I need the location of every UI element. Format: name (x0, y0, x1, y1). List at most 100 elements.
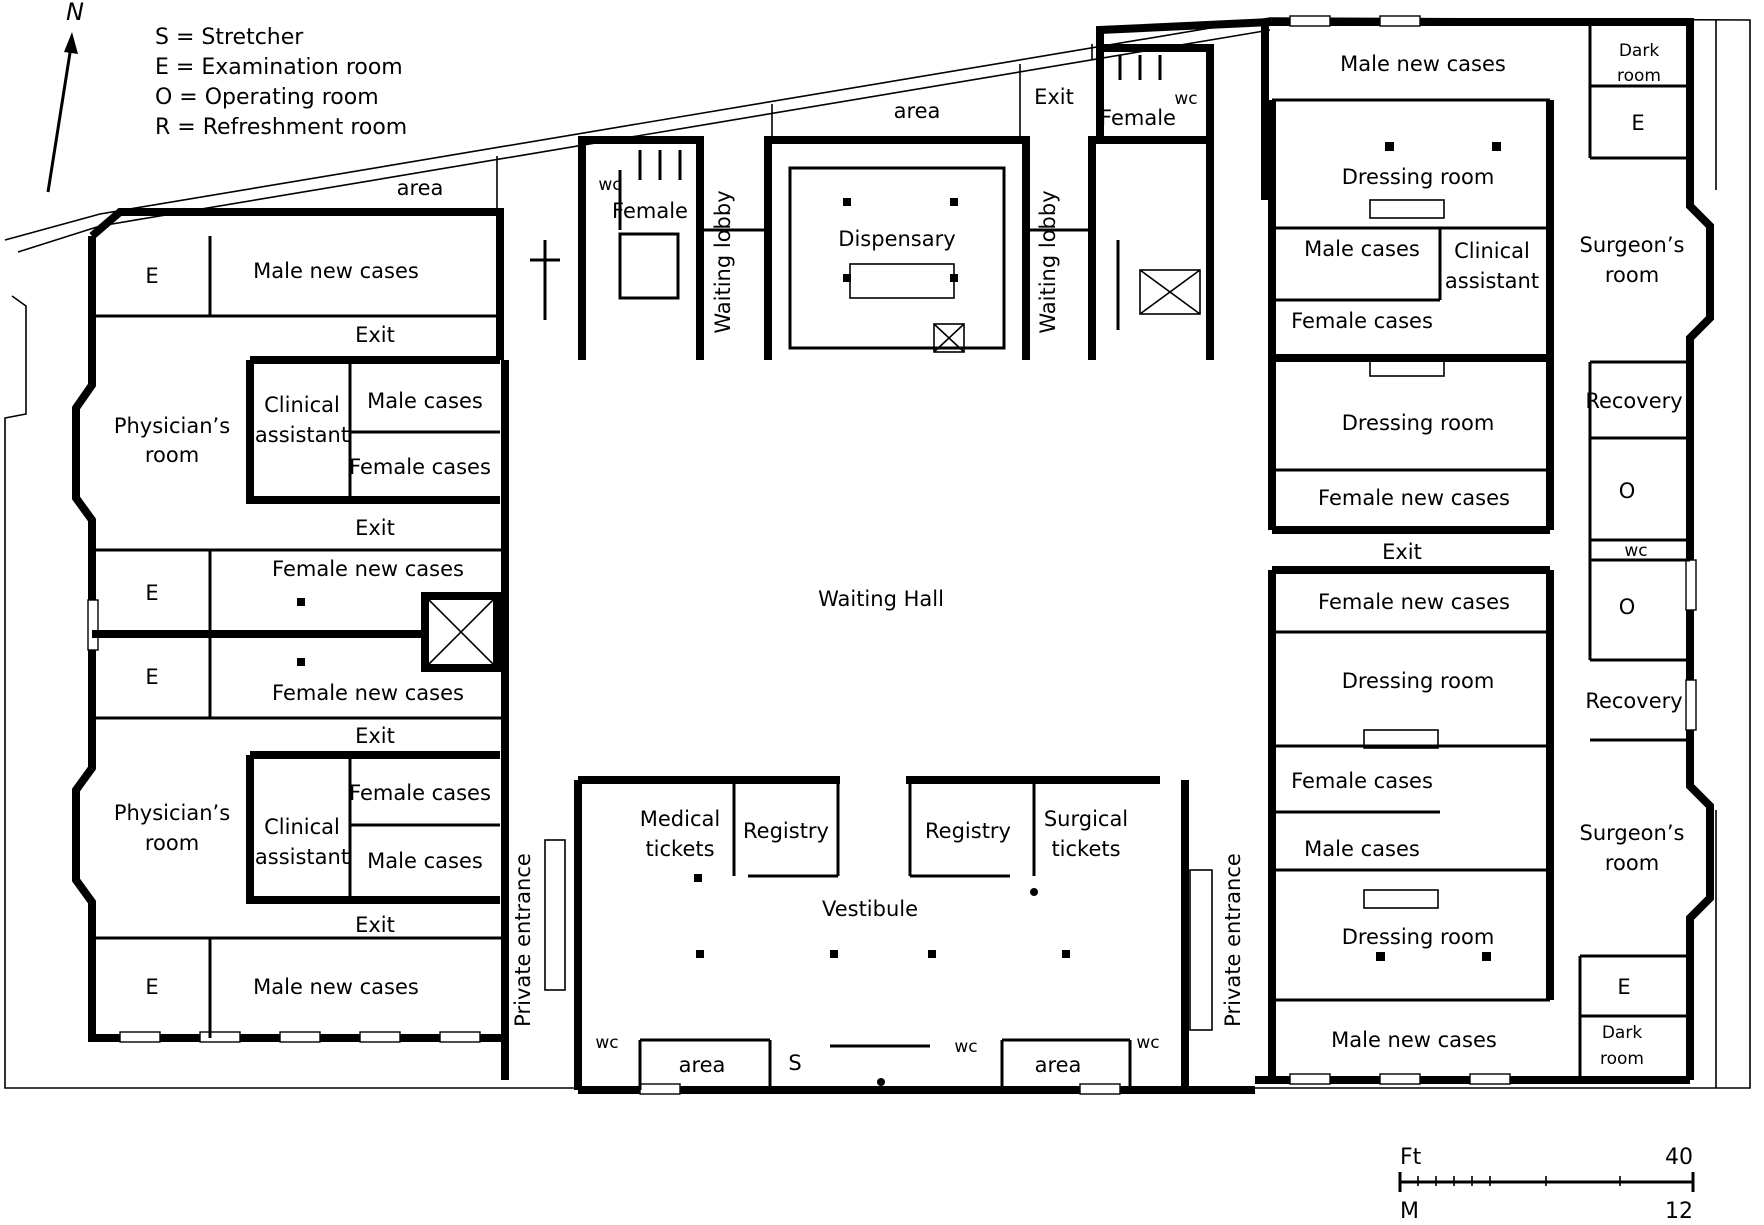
label-exit: Exit (355, 516, 395, 540)
label-stretcher: S (788, 1051, 801, 1075)
label-male-new-cases: Male new cases (253, 259, 419, 283)
label-dark-room: Dark (1602, 1023, 1642, 1043)
label-waiting-lobby-left: Waiting lobby (711, 190, 735, 333)
label-waiting-lobby-right: Waiting lobby (1036, 190, 1060, 333)
label-exit-top: Exit (1034, 85, 1074, 109)
label-dark-room: room (1617, 66, 1661, 86)
label-private-entrance-right: Private entrance (1221, 853, 1245, 1027)
label-area-top-mid: area (894, 99, 941, 123)
label-dressing-room: Dressing room (1342, 411, 1495, 435)
label-registry: Registry (743, 819, 829, 843)
label-wc-top-right: wc (1174, 89, 1197, 109)
label-male-new-cases: Male new cases (1340, 52, 1506, 76)
label-e: E (1617, 975, 1630, 999)
columns (297, 142, 1501, 961)
label-dressing-room: Dressing room (1342, 165, 1495, 189)
label-surgeons-room: room (1605, 851, 1659, 875)
label-exit: Exit (355, 724, 395, 748)
legend-item: O = Operating room (155, 85, 379, 110)
label-surgical-tickets: Surgical (1044, 807, 1128, 831)
label-physicians-room: room (145, 831, 199, 855)
north-label: N (66, 0, 84, 26)
label-clinical-assistant: assistant (255, 845, 349, 869)
scale-m-max: 12 (1665, 1199, 1693, 1224)
windows (87, 15, 1697, 1095)
room-labels: area area Exit wc Female Female wc Waiti… (114, 41, 1685, 1077)
label-vestibule: Vestibule (822, 897, 918, 921)
label-e: E (145, 665, 158, 689)
south-block-walls (544, 780, 1213, 1090)
label-female-new-cases: Female new cases (272, 681, 464, 705)
label-wc: wc (1136, 1033, 1159, 1053)
label-male-cases: Male cases (1304, 837, 1420, 861)
label-clinical-assistant: Clinical (264, 393, 340, 417)
label-female-new-cases: Female new cases (1318, 590, 1510, 614)
label-male-new-cases: Male new cases (1331, 1028, 1497, 1052)
label-male-cases: Male cases (367, 389, 483, 413)
label-recovery: Recovery (1585, 389, 1682, 413)
label-operating-room: O (1619, 595, 1636, 619)
label-area: area (679, 1053, 726, 1077)
label-clinical-assistant: assistant (1445, 269, 1539, 293)
north-block-walls (530, 55, 1210, 353)
label-female-top-right: Female (1100, 106, 1176, 130)
label-wc-top-left: wc (598, 175, 621, 195)
label-medical-tickets: Medical (640, 807, 720, 831)
label-surgical-tickets: tickets (1051, 837, 1120, 861)
label-wc: wc (595, 1033, 618, 1053)
label-operating-room: O (1619, 479, 1636, 503)
legend: S = Stretcher E = Examination room O = O… (155, 25, 407, 140)
scale-bar: Ft 40 M 12 (1398, 1145, 1695, 1224)
label-registry: Registry (925, 819, 1011, 843)
label-dark-room: room (1600, 1049, 1644, 1069)
label-physicians-room: room (145, 443, 199, 467)
label-male-cases: Male cases (367, 849, 483, 873)
label-wc: wc (954, 1037, 977, 1057)
north-arrow: N (46, 0, 84, 193)
label-e: E (145, 581, 158, 605)
label-female-cases: Female cases (349, 455, 491, 479)
label-female-top-left: Female (612, 199, 688, 223)
legend-item: E = Examination room (155, 55, 403, 80)
label-dark-room: Dark (1619, 41, 1659, 61)
east-wing-walls (1268, 22, 1690, 1080)
legend-item: S = Stretcher (155, 25, 304, 50)
scale-ft-max: 40 (1665, 1145, 1693, 1170)
label-area: area (1035, 1053, 1082, 1077)
label-clinical-assistant: Clinical (264, 815, 340, 839)
west-wing-walls (92, 236, 505, 1038)
label-clinical-assistant: assistant (255, 423, 349, 447)
label-surgeons-room: Surgeon’s (1580, 821, 1685, 845)
label-physicians-room: Physician’s (114, 801, 230, 825)
label-e: E (145, 975, 158, 999)
label-recovery: Recovery (1585, 689, 1682, 713)
label-dressing-room: Dressing room (1342, 925, 1495, 949)
label-surgeons-room: Surgeon’s (1580, 233, 1685, 257)
label-dressing-room: Dressing room (1342, 669, 1495, 693)
label-exit: Exit (355, 323, 395, 347)
label-area-top-left: area (397, 176, 444, 200)
label-exit: Exit (1382, 540, 1422, 564)
label-male-new-cases: Male new cases (253, 975, 419, 999)
label-male-cases: Male cases (1304, 237, 1420, 261)
label-e: E (145, 264, 158, 288)
label-female-cases: Female cases (1291, 769, 1433, 793)
label-exit: Exit (355, 913, 395, 937)
label-female-new-cases: Female new cases (272, 557, 464, 581)
scale-ft-label: Ft (1400, 1145, 1422, 1170)
label-medical-tickets: tickets (645, 837, 714, 861)
label-e: E (1631, 111, 1644, 135)
label-surgeons-room: room (1605, 263, 1659, 287)
label-wc: wc (1624, 541, 1647, 561)
label-clinical-assistant: Clinical (1454, 239, 1530, 263)
label-physicians-room: Physician’s (114, 414, 230, 438)
label-female-cases: Female cases (1291, 309, 1433, 333)
label-dispensary: Dispensary (838, 227, 955, 251)
label-female-new-cases: Female new cases (1318, 486, 1510, 510)
legend-item: R = Refreshment room (155, 115, 407, 140)
label-female-cases: Female cases (349, 781, 491, 805)
label-waiting-hall: Waiting Hall (818, 587, 944, 611)
label-private-entrance-left: Private entrance (511, 853, 535, 1027)
scale-m-label: M (1400, 1199, 1419, 1224)
